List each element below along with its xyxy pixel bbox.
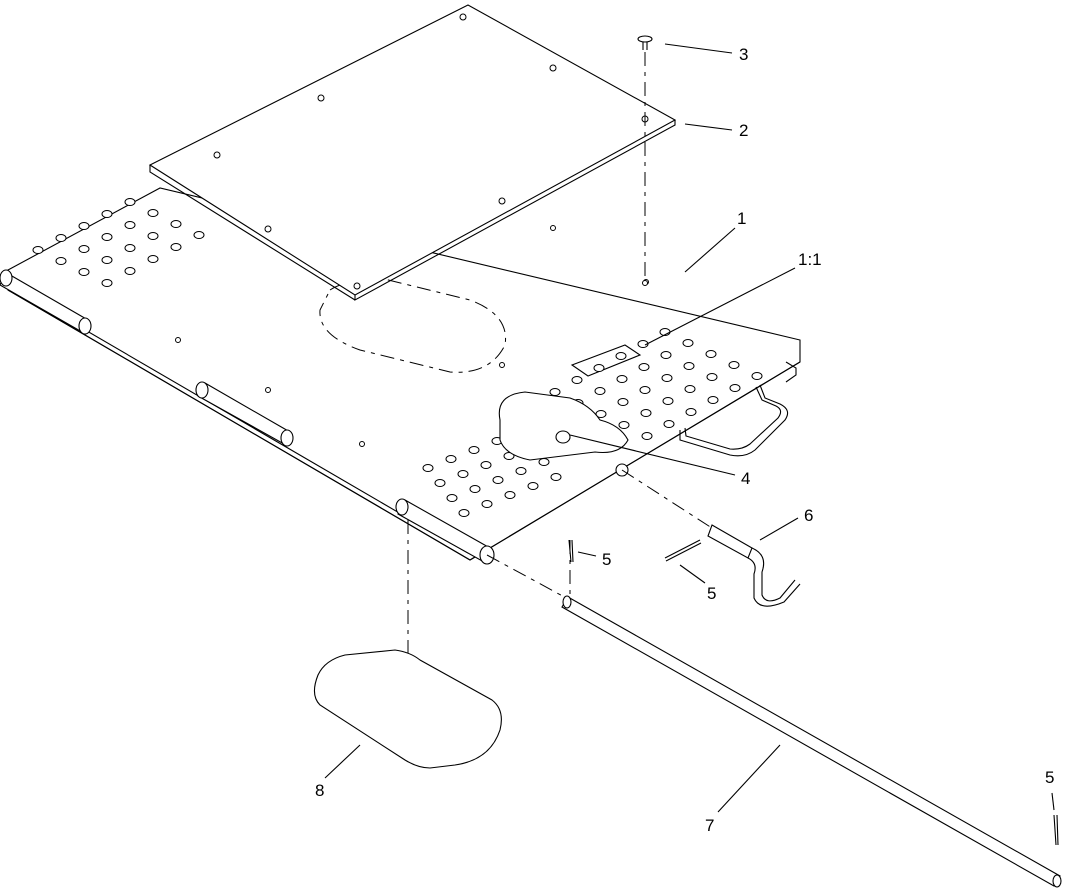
cover-plate: [148, 4, 677, 301]
handle-loop: [679, 361, 797, 457]
perforation-hole: [729, 384, 741, 392]
perforation-hole: [78, 245, 90, 253]
callout-5-c: 5: [1045, 768, 1054, 787]
perforation-hole: [594, 387, 606, 395]
perforation-hole: [615, 352, 627, 360]
perforation-hole: [685, 408, 697, 416]
perforation-hole: [78, 222, 90, 230]
perforation-hole: [480, 461, 492, 469]
latch-cutout: [498, 391, 629, 477]
perforation-hole: [124, 244, 136, 252]
perforation-hole: [468, 446, 480, 454]
perforation-hole: [550, 473, 562, 481]
perforation-hole: [101, 233, 113, 241]
perforation-hole: [78, 268, 90, 276]
floor-mat: [313, 649, 502, 769]
perforation-hole: [660, 351, 672, 359]
perforation-hole: [503, 452, 515, 460]
perforation-hole: [504, 491, 516, 499]
perforation-hole: [124, 198, 136, 206]
perforation-hole: [617, 398, 629, 406]
perforation-hole: [682, 339, 694, 347]
perforation-hole: [147, 255, 159, 263]
perforation-hole: [124, 221, 136, 229]
perforation-hole: [593, 364, 605, 372]
perforation-hole: [662, 397, 674, 405]
perforation-hole: [446, 494, 458, 502]
perforation-hole: [640, 409, 652, 417]
perforation-hole: [728, 361, 740, 369]
perforation-hole: [170, 243, 182, 251]
perforation-hole: [571, 376, 583, 384]
callout-1-1: 1:1: [798, 250, 822, 269]
perforation-hole: [751, 372, 763, 380]
perforation-hole: [492, 476, 504, 484]
perforation-hole: [707, 396, 719, 404]
long-rod: [561, 595, 1062, 888]
perforation-hole: [147, 232, 159, 240]
perforation-grid-front: [422, 428, 562, 517]
callout-1: 1: [737, 209, 746, 228]
hinge-tubes: [0, 269, 495, 565]
perforation-hole: [661, 374, 673, 382]
perforation-hole: [55, 257, 67, 265]
callout-7: 7: [705, 816, 714, 835]
perforation-hole: [101, 210, 113, 218]
perforation-hole: [705, 350, 717, 358]
perforation-hole: [101, 256, 113, 264]
leader-lines: [324, 43, 1055, 813]
perforation-hole: [445, 455, 457, 463]
screw: [637, 35, 653, 286]
perforation-hole: [193, 231, 205, 239]
perforation-grid-right: [549, 328, 763, 440]
callout-8: 8: [315, 781, 324, 800]
perforation-hole: [706, 373, 718, 381]
perforation-hole: [618, 421, 630, 429]
perforation-hole: [549, 388, 561, 396]
cotter-pins: [568, 539, 1059, 846]
perforation-hole: [457, 470, 469, 478]
perforation-hole: [641, 432, 653, 440]
perforation-grid-left: [32, 198, 205, 287]
perforation-hole: [469, 485, 481, 493]
perforation-hole: [32, 246, 44, 254]
callout-2: 2: [739, 121, 748, 140]
perforation-hole: [434, 479, 446, 487]
callout-5-a: 5: [602, 550, 611, 569]
perforation-hole: [458, 509, 470, 517]
perforation-hole: [683, 362, 695, 370]
callout-labels: 3 2 1 1:1 4 6 5 5 5 7 8: [315, 45, 1054, 835]
callout-6: 6: [804, 506, 813, 525]
perforation-hole: [638, 363, 650, 371]
callout-4: 4: [741, 469, 750, 488]
perforation-hole: [684, 385, 696, 393]
perforation-hole: [101, 279, 113, 287]
perforation-hole: [639, 386, 651, 394]
perforation-hole: [527, 482, 539, 490]
perforation-hole: [422, 464, 434, 472]
perforation-hole: [147, 209, 159, 217]
callout-5-b: 5: [707, 584, 716, 603]
perforation-hole: [481, 500, 493, 508]
perforation-hole: [538, 458, 550, 466]
perforation-hole: [663, 420, 675, 428]
perforation-hole: [170, 220, 182, 228]
callout-3: 3: [739, 45, 748, 64]
bent-pin: [707, 524, 801, 607]
perforation-hole: [515, 467, 527, 475]
perforation-hole: [55, 234, 67, 242]
perforation-hole: [124, 267, 136, 275]
perforation-hole: [616, 375, 628, 383]
